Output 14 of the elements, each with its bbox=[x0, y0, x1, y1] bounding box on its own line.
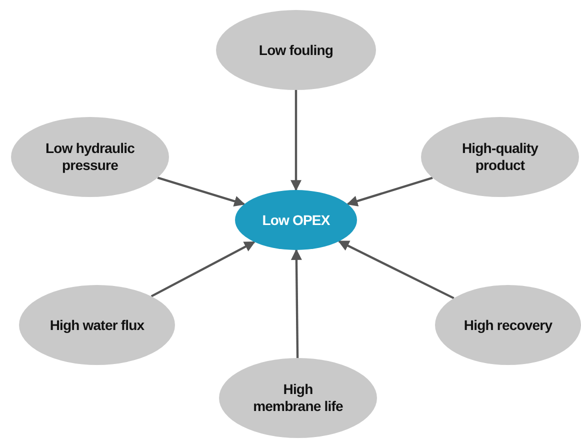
arrow bbox=[290, 90, 302, 192]
node-label: Low fouling bbox=[258, 42, 334, 58]
arrow bbox=[150, 240, 256, 298]
arrow bbox=[346, 176, 433, 206]
node-label: High membrane life bbox=[252, 381, 344, 415]
arrow bbox=[157, 176, 246, 207]
node-label: High-quality product bbox=[460, 140, 540, 174]
arrow bbox=[290, 248, 302, 358]
goal-ellipse bbox=[235, 190, 357, 250]
node-label: High water flux bbox=[50, 316, 144, 334]
node-label: Low hydraulic pressure bbox=[44, 140, 136, 174]
arrow bbox=[338, 240, 454, 300]
node-label: High recovery bbox=[464, 316, 552, 334]
node-label: Low OPEX bbox=[262, 212, 330, 228]
